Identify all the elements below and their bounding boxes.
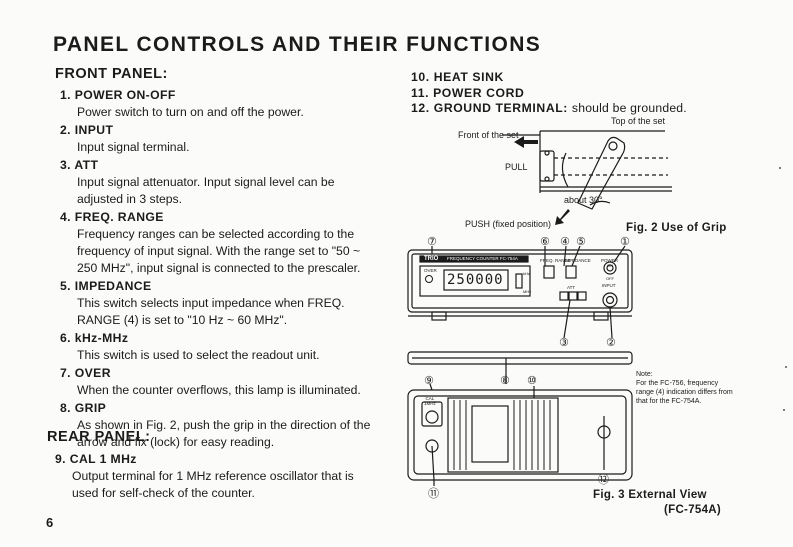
freq-range-label: FREQ. RANGE [540, 258, 572, 263]
item-desc: Power switch to turn on and off the powe… [77, 105, 304, 119]
cal-label: CAL 1MHz [424, 396, 436, 406]
item-desc: This switch is used to select the readou… [77, 348, 320, 362]
scan-speck [785, 366, 787, 368]
item-name: POWER ON-OFF [74, 88, 176, 102]
callout-9: ⑨ [424, 375, 434, 387]
scan-speck [779, 167, 781, 169]
callout-12: ⑫ [598, 474, 609, 486]
list-item: 4. FREQ. RANGE Frequency ranges can be s… [60, 209, 378, 277]
over-label: OVER [424, 268, 437, 273]
list-item: 9. CAL 1 MHz Output terminal for 1 MHz r… [55, 451, 377, 502]
list-item: 8. GRIP As shown in Fig. 2, push the gri… [60, 400, 378, 451]
over-lamp-icon [425, 275, 433, 283]
item-name: IMPEDANCE [74, 279, 152, 293]
callout-5: ⑤ [576, 236, 586, 248]
page-title: PANEL CONTROLS AND THEIR FUNCTIONS [53, 33, 542, 56]
note-block: Note: For the FC-756, frequency range (4… [636, 370, 734, 406]
callout-10: ⑩ [527, 375, 537, 387]
item-name: kHz-MHz [74, 331, 129, 345]
page-number: 6 [46, 515, 54, 530]
callout-6: ⑥ [540, 236, 550, 248]
fig2-caption: Fig. 2 Use of Grip [626, 222, 727, 234]
list-item: 5. IMPEDANCE This switch selects input i… [60, 278, 378, 329]
right-item-list: 10. HEAT SINK 11. POWER CORD 12. GROUND … [411, 70, 687, 117]
fig3-caption-model: (FC-754A) [664, 504, 722, 516]
item-desc: Frequency ranges can be selected accordi… [77, 227, 361, 275]
angle-label: about 30° [564, 195, 603, 205]
item-desc: Output terminal for 1 MHz reference osci… [72, 469, 354, 500]
item-name: INPUT [74, 123, 114, 137]
khz-label: kHz [523, 271, 530, 276]
item-desc: Input signal terminal. [77, 140, 190, 154]
model-label: FREQUENCY COUNTER FC-754A [447, 256, 518, 261]
item-desc: This switch selects input impedance when… [77, 296, 345, 327]
top-of-set-label: Top of the set [611, 116, 666, 126]
callout-7: ⑦ [427, 236, 437, 248]
impedance-label: IMPEDANCE [564, 258, 591, 263]
note-title: Note: [636, 371, 653, 378]
item-desc: When the counter overflows, this lamp is… [77, 383, 361, 397]
note-text: For the FC-756, frequency range (4) indi… [636, 380, 733, 405]
grip-diagram [502, 130, 672, 225]
rear-panel-list: 9. CAL 1 MHz Output terminal for 1 MHz r… [55, 450, 377, 502]
list-item: 1. POWER ON-OFF Power switch to turn on … [60, 87, 378, 121]
callout-3: ③ [559, 337, 569, 349]
external-view-diagram [407, 245, 633, 486]
list-item: 2. INPUT Input signal terminal. [60, 122, 378, 156]
callout-1: ① [620, 236, 630, 248]
item-name: OVER [74, 366, 111, 380]
list-item: 11. POWER CORD [411, 85, 525, 100]
list-item: 10. HEAT SINK [411, 70, 504, 84]
list-item: 3. ATT Input signal attenuator. Input si… [60, 157, 378, 208]
fig3-caption: Fig. 3 External View [593, 489, 707, 501]
callout-11: ⑪ [428, 488, 439, 500]
callout-8: ⑧ [500, 375, 510, 387]
scan-speck [783, 409, 785, 411]
front-panel-list: 1. POWER ON-OFF Power switch to turn on … [60, 86, 378, 451]
push-label: PUSH (fixed position) [465, 219, 552, 229]
readout-display: 250000 [447, 272, 504, 288]
item-name: ATT [74, 158, 99, 172]
brand-logo: TRIO [421, 256, 442, 262]
rear-panel-heading: REAR PANEL: [47, 429, 151, 445]
item-desc: As shown in Fig. 2, push the grip in the… [77, 418, 371, 449]
item-name: FREQ. RANGE [74, 210, 164, 224]
front-of-set-label: Front of the set [458, 130, 519, 140]
front-panel-heading: FRONT PANEL: [55, 66, 168, 82]
item-name: GRIP [74, 401, 107, 415]
input-label: INPUT [602, 283, 616, 288]
item-name: CAL 1 MHz [69, 452, 137, 466]
callout-4: ④ [560, 236, 570, 248]
list-item: 7. OVER When the counter overflows, this… [60, 365, 378, 399]
pull-arrow-icon [514, 136, 538, 148]
list-item: 6. kHz-MHz This switch is used to select… [60, 330, 378, 364]
callout-2: ② [606, 337, 616, 349]
mhz-label: MHz [523, 289, 532, 294]
on-label: ON [607, 263, 613, 268]
off-label: OFF [606, 276, 614, 281]
push-arrow-icon [555, 209, 570, 225]
pull-label: PULL [505, 162, 528, 172]
item-desc: Input signal attenuator. Input signal le… [77, 175, 335, 206]
att-label: ATT [567, 285, 576, 290]
power-label: POWER [601, 258, 619, 263]
list-item: 12. GROUND TERMINAL: should be grounded. [411, 101, 687, 115]
